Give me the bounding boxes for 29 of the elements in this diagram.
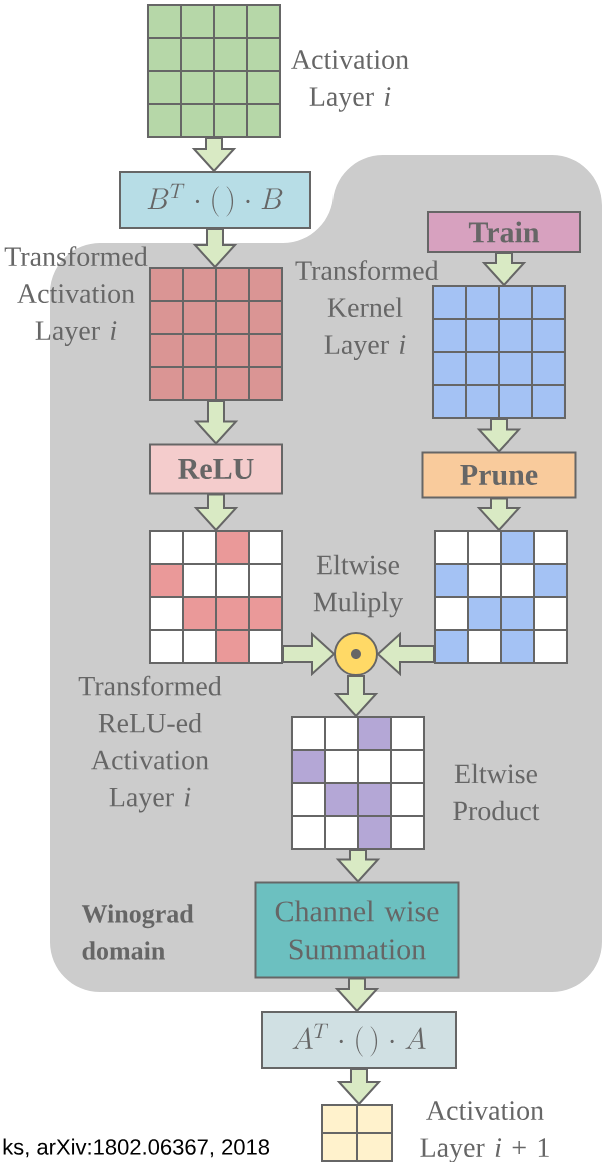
block-arrow — [191, 137, 237, 173]
block-arrow — [334, 977, 380, 1013]
region-label: Winograd domain — [81, 904, 194, 960]
block-arrow — [481, 252, 527, 287]
block-arrow — [376, 631, 435, 677]
matrix-grid — [434, 530, 568, 664]
node-label: Eltwise Product — [453, 763, 540, 821]
node-label: Transformed Kernel Layer i — [295, 260, 439, 360]
node-label: Activation Layer i — [291, 50, 409, 112]
block-arrow — [192, 228, 238, 269]
node-label: Activation Layer i + 1 — [420, 1101, 549, 1162]
block-arrow — [335, 849, 381, 883]
process-box: Channel wise Summation — [254, 881, 460, 979]
block-arrow — [193, 400, 239, 445]
node-label: Transformed ReLU-ed Activation Layer i — [78, 675, 222, 813]
process-box: ReLU — [149, 443, 283, 495]
block-arrow — [282, 631, 336, 677]
process-box: Prune — [421, 451, 577, 499]
block-arrow — [193, 493, 239, 532]
process-box: Train — [427, 211, 581, 253]
block-arrow — [333, 675, 379, 718]
block-arrow — [476, 418, 522, 453]
transform-box: $B^T \cdot (\,) \cdot B$ — [119, 171, 311, 229]
node-label: Eltwise Muliply — [313, 554, 403, 618]
block-arrow — [476, 497, 522, 532]
block-arrow — [336, 1068, 382, 1106]
node-label: Transformed Activation Layer i — [4, 246, 148, 346]
transform-box: $A^T \cdot (\,) \cdot A$ — [261, 1011, 457, 1069]
citation-text: ks, arXiv:1802.06367, 2018 — [3, 1138, 270, 1158]
